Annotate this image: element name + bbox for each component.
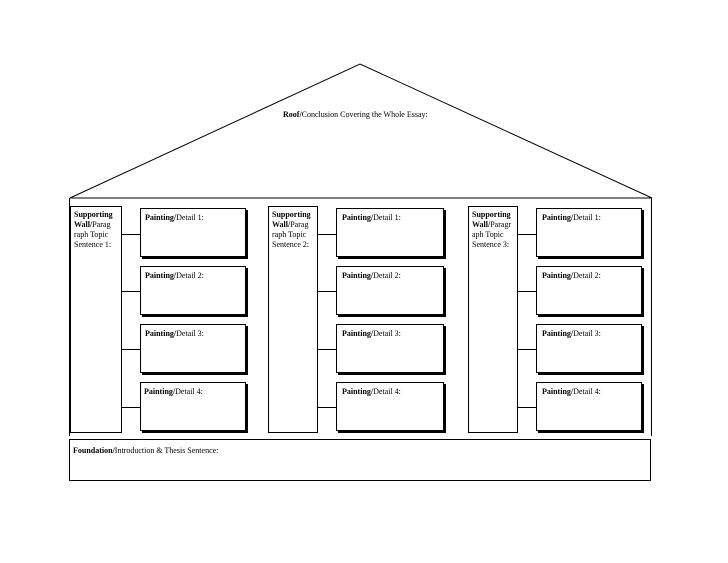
supporting-wall-2-label: Supporting Wall/Parag raph Topic Sentenc… xyxy=(272,210,320,250)
connector xyxy=(518,234,536,235)
foundation-box[interactable]: Foundation/Introduction & Thesis Sentenc… xyxy=(69,439,651,481)
connector xyxy=(122,234,140,235)
roof-label-text: Conclusion Covering the Whole Essay: xyxy=(301,110,428,119)
foundation-label-bold: Foundation/ xyxy=(73,446,115,455)
painting-label: Painting/Detail 2: xyxy=(342,271,401,280)
painting-box-1-4[interactable]: Painting/Detail 4: xyxy=(140,382,246,431)
painting-label: Painting/Detail 3: xyxy=(542,329,601,338)
wall-1-line1: Supporting xyxy=(74,210,113,219)
painting-box-1-1[interactable]: Painting/Detail 1: xyxy=(140,208,246,257)
painting-label: Painting/Detail 1: xyxy=(542,213,601,222)
painting-label: Painting/Detail 1: xyxy=(342,213,401,222)
painting-label: Painting/Detail 4: xyxy=(342,387,401,396)
wall-1-line4: Sentence 1: xyxy=(74,240,112,249)
connector xyxy=(122,407,140,408)
foundation-label: Foundation/Introduction & Thesis Sentenc… xyxy=(73,446,218,456)
supporting-wall-1[interactable]: Supporting Wall/Parag raph Topic Sentenc… xyxy=(70,206,122,433)
wall-2-line1: Supporting xyxy=(272,210,311,219)
painting-box-3-1[interactable]: Painting/Detail 1: xyxy=(536,208,642,257)
painting-label: Painting/Detail 3: xyxy=(342,329,401,338)
supporting-wall-3-label: Supporting Wall/Paragr aph Topic Sentenc… xyxy=(472,210,520,250)
supporting-wall-1-label: Supporting Wall/Parag raph Topic Sentenc… xyxy=(74,210,122,250)
wall-2-line2-bold: Wall/ xyxy=(272,220,291,229)
painting-box-2-1[interactable]: Painting/Detail 1: xyxy=(336,208,444,257)
connector xyxy=(318,407,336,408)
connector xyxy=(318,291,336,292)
wall-1-line2-rest: Parag xyxy=(92,220,111,229)
painting-box-2-2[interactable]: Painting/Detail 2: xyxy=(336,266,444,315)
connector xyxy=(122,291,140,292)
painting-box-3-4[interactable]: Painting/Detail 4: xyxy=(536,382,642,431)
painting-box-1-3[interactable]: Painting/Detail 3: xyxy=(140,324,246,373)
painting-label: Painting/Detail 1: xyxy=(145,213,204,222)
roof-label-bold: Roof/ xyxy=(283,110,302,119)
wall-3-line1: Supporting xyxy=(472,210,511,219)
painting-label: Painting/Detail 2: xyxy=(542,271,601,280)
supporting-wall-3[interactable]: Supporting Wall/Paragr aph Topic Sentenc… xyxy=(468,206,518,433)
wall-1-line2-bold: Wall/ xyxy=(74,220,93,229)
wall-2-line2-rest: Parag xyxy=(290,220,309,229)
connector xyxy=(318,349,336,350)
wall-3-line2-bold: Wall/ xyxy=(472,220,491,229)
connector xyxy=(518,407,536,408)
wall-2-line3: raph Topic xyxy=(272,230,307,239)
painting-box-2-4[interactable]: Painting/Detail 4: xyxy=(336,382,444,431)
house-left-edge xyxy=(69,198,70,436)
painting-box-2-3[interactable]: Painting/Detail 3: xyxy=(336,324,444,373)
wall-3-line2-rest: Paragr xyxy=(490,220,512,229)
painting-box-3-3[interactable]: Painting/Detail 3: xyxy=(536,324,642,373)
wall-1-line3: raph Topic xyxy=(74,230,109,239)
roof-triangle xyxy=(69,63,653,199)
painting-box-1-2[interactable]: Painting/Detail 2: xyxy=(140,266,246,315)
painting-label: Painting/Detail 3: xyxy=(145,329,204,338)
connector xyxy=(518,349,536,350)
connector xyxy=(318,234,336,235)
house-right-edge xyxy=(651,198,652,436)
connector xyxy=(122,349,140,350)
wall-3-line3: aph Topic xyxy=(472,230,504,239)
supporting-wall-2[interactable]: Supporting Wall/Parag raph Topic Sentenc… xyxy=(268,206,318,433)
wall-2-line4: Sentence 2: xyxy=(272,240,310,249)
roof-label[interactable]: Roof/Conclusion Covering the Whole Essay… xyxy=(283,110,428,120)
painting-label: Painting/Detail 2: xyxy=(145,271,204,280)
foundation-label-text: Introduction & Thesis Sentence: xyxy=(114,446,219,455)
painting-box-3-2[interactable]: Painting/Detail 2: xyxy=(536,266,642,315)
connector xyxy=(518,291,536,292)
wall-3-line4: Sentence 3: xyxy=(472,240,510,249)
painting-label: Painting/Detail 4: xyxy=(144,387,203,396)
painting-label: Painting/Detail 4: xyxy=(542,387,601,396)
